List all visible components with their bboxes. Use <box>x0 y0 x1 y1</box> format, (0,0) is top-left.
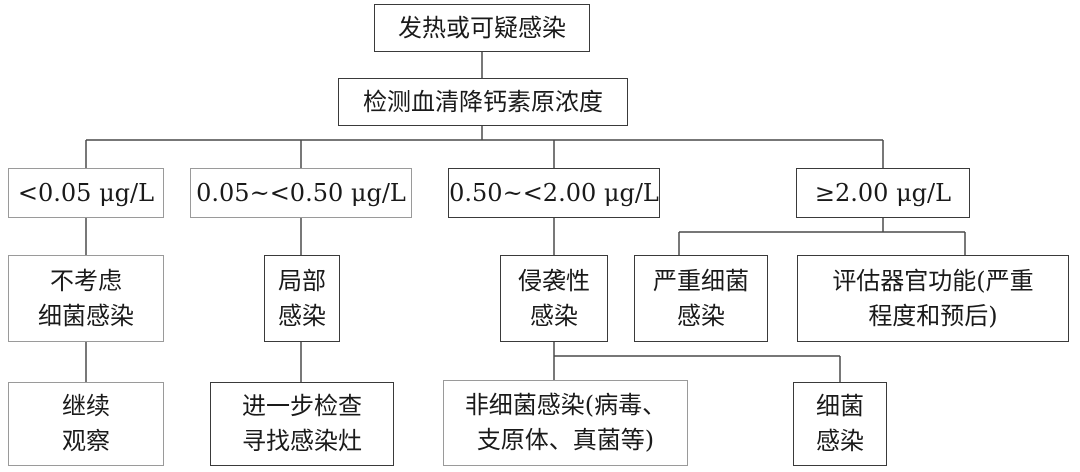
node-bacterial-label: 细菌 感染 <box>816 392 864 455</box>
node-root-label: 发热或可疑感染 <box>398 13 566 42</box>
node-severe-bacterial: 严重细菌 感染 <box>634 255 768 342</box>
node-range-3: 0.50~<2.00 μg/L <box>448 168 660 218</box>
node-bacterial: 细菌 感染 <box>793 382 887 466</box>
node-range-1-action: 继续 观察 <box>8 382 164 466</box>
node-range-3-result: 侵袭性 感染 <box>500 255 608 342</box>
node-assess-organ-label: 评估器官功能(严重 程度和预后) <box>832 266 1034 330</box>
node-test: 检测血清降钙素原浓度 <box>338 78 628 126</box>
node-range-1-label: <0.05 μg/L <box>17 178 155 207</box>
node-range-3-result-label: 侵袭性 感染 <box>518 266 590 330</box>
node-range-2-result-label: 局部 感染 <box>278 266 326 330</box>
node-range-1: <0.05 μg/L <box>8 168 164 218</box>
node-range-2-action: 进一步检查 寻找感染灶 <box>210 382 394 466</box>
node-test-label: 检测血清降钙素原浓度 <box>363 87 603 116</box>
node-root: 发热或可疑感染 <box>374 4 590 52</box>
node-range-1-result: 不考虑 细菌感染 <box>8 255 164 342</box>
node-range-4: ≥2.00 μg/L <box>796 168 970 218</box>
node-range-4-label: ≥2.00 μg/L <box>814 178 952 207</box>
node-range-2-label: 0.05~<0.50 μg/L <box>196 178 406 207</box>
node-severe-bacterial-label: 严重细菌 感染 <box>653 266 749 330</box>
node-range-1-result-label: 不考虑 细菌感染 <box>38 266 134 330</box>
node-range-2-action-label: 进一步检查 寻找感染灶 <box>242 392 362 455</box>
node-range-3-label: 0.50~<2.00 μg/L <box>449 178 659 207</box>
node-range-2-result: 局部 感染 <box>264 255 340 342</box>
node-nonbacterial-label: 非细菌感染(病毒、 支原体、真菌等) <box>464 391 667 454</box>
node-assess-organ: 评估器官功能(严重 程度和预后) <box>797 255 1069 342</box>
node-range-1-action-label: 继续 观察 <box>62 392 110 455</box>
node-range-2: 0.05~<0.50 μg/L <box>190 168 412 218</box>
node-nonbacterial: 非细菌感染(病毒、 支原体、真菌等) <box>443 380 688 466</box>
